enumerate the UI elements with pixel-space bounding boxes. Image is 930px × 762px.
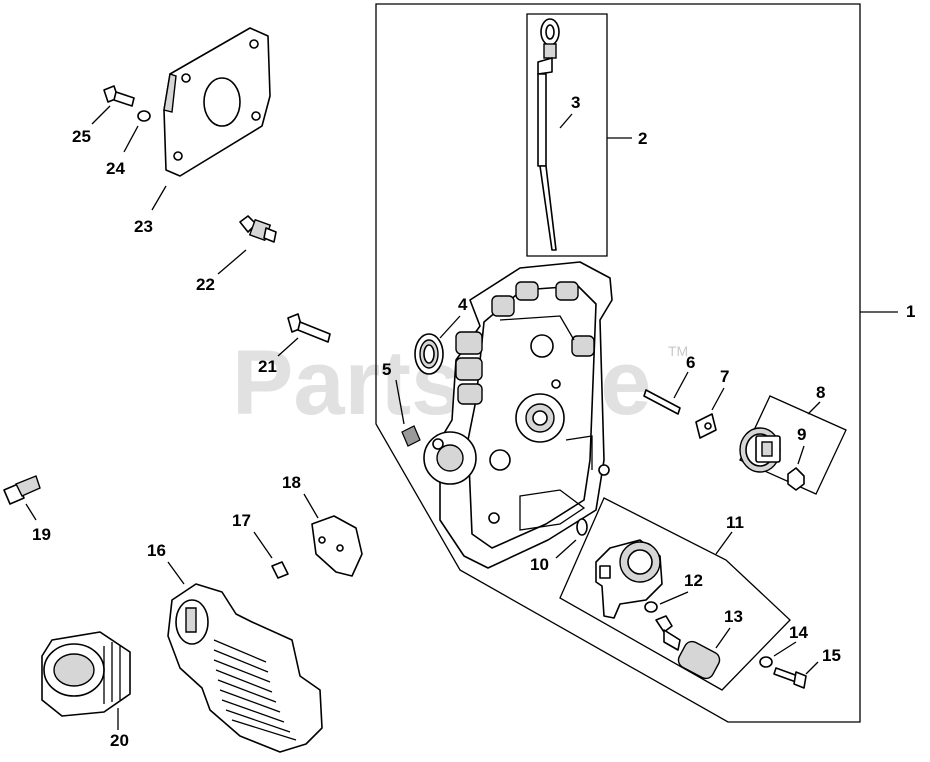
callout-12: 12 (684, 571, 703, 590)
callout-16: 16 (147, 541, 166, 560)
leader-9 (797, 445, 805, 465)
callout-labels: 1 2 3 4 5 6 7 8 9 10 11 12 13 14 15 16 1… (32, 93, 915, 750)
assembly-outline-1 (375, 3, 861, 723)
leader-12 (659, 591, 689, 605)
callout-7: 7 (720, 367, 729, 386)
dipstick-box (526, 13, 608, 257)
callout-8: 8 (816, 383, 825, 402)
oil-filter-nipple-icon (3, 475, 41, 505)
oil-pressure-valve-icon (655, 615, 721, 680)
governor-gear-icon (739, 427, 781, 473)
leader-23 (151, 185, 167, 211)
leader-5 (395, 379, 405, 425)
dipstick-icon (537, 18, 560, 251)
leader-14 (773, 641, 797, 657)
retaining-clip-icon (695, 413, 717, 439)
washer-icon (759, 656, 773, 668)
callout-11: 11 (726, 513, 744, 532)
pump-o-ring-icon (644, 601, 658, 613)
callout-3: 3 (571, 93, 580, 112)
cooler-fins (213, 639, 297, 741)
callout-22: 22 (196, 275, 215, 294)
leader-24 (123, 125, 139, 153)
gasket-icon (311, 515, 363, 577)
leader-3 (559, 113, 573, 129)
closure-plate-icon (423, 261, 613, 569)
callout-1: 1 (906, 302, 915, 321)
oil-seal-icon (414, 333, 444, 375)
leader-7 (711, 387, 725, 411)
callout-19: 19 (32, 525, 51, 544)
callout-18: 18 (282, 473, 301, 492)
callout-2: 2 (638, 129, 647, 148)
bolt-icon (103, 85, 135, 107)
adapter-plate-icon (163, 27, 271, 177)
callout-10: 10 (530, 555, 549, 574)
callout-17: 17 (232, 511, 251, 530)
leader-17 (253, 531, 273, 559)
pipe-plug-icon (401, 425, 421, 447)
oil-pump-icon (595, 539, 663, 619)
leader-6 (673, 371, 689, 399)
small-plug-icon (271, 561, 289, 579)
leader-4 (439, 315, 461, 339)
callout-4: 4 (458, 295, 468, 314)
dowel-pin-icon (643, 389, 681, 415)
leader-21 (277, 337, 299, 357)
oil-filter-icon (41, 631, 131, 717)
callout-9: 9 (797, 425, 806, 444)
gear-shaft-pin-icon (787, 467, 805, 491)
lock-washer-icon (137, 110, 151, 122)
oil-pump-box-outline (559, 497, 791, 691)
leader-19 (25, 503, 37, 521)
leader-11 (715, 531, 733, 555)
leader-13 (715, 627, 731, 649)
leader-25 (91, 105, 111, 125)
leader-15 (805, 661, 819, 675)
o-ring-icon (576, 518, 588, 536)
stud-bolt-icon (287, 313, 331, 343)
callout-5: 5 (382, 360, 391, 379)
leader-8 (807, 401, 821, 415)
callout-15: 15 (822, 646, 841, 665)
callout-24: 24 (106, 159, 125, 178)
oil-sensor-icon (239, 215, 277, 243)
callout-13: 13 (724, 607, 743, 626)
callout-14: 14 (789, 623, 808, 642)
oil-cooler-icon (167, 583, 323, 753)
watermark-trademark: TM (668, 343, 688, 359)
leader-22 (217, 249, 247, 275)
leader-10 (555, 539, 577, 559)
callout-20: 20 (110, 731, 129, 750)
callout-25: 25 (72, 127, 91, 146)
leader-16 (167, 561, 185, 585)
callout-21: 21 (258, 357, 277, 376)
screw-icon (773, 667, 807, 689)
leader-18 (303, 493, 319, 519)
callout-6: 6 (686, 353, 695, 372)
callout-23: 23 (134, 217, 153, 236)
